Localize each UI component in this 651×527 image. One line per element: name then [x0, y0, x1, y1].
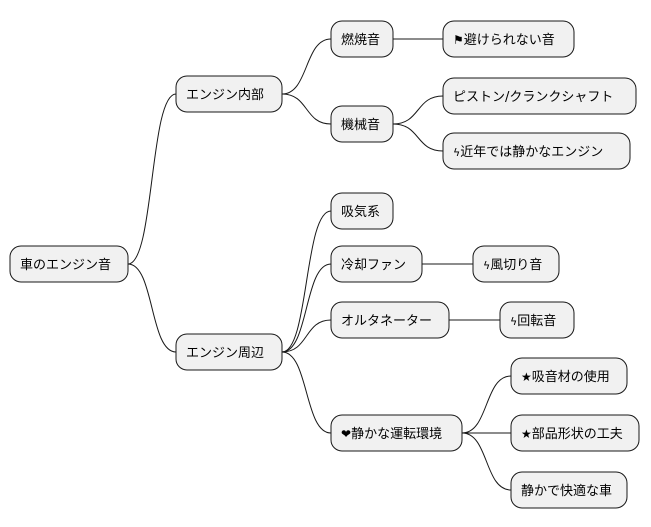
- node-box: [330, 301, 450, 339]
- node-label: エンジン内部: [186, 87, 264, 103]
- node-label: 機械音: [341, 117, 380, 133]
- node-piston[interactable]: ピストン/クランクシャフト: [442, 77, 637, 115]
- node-label-text: ピストン/クランクシャフト: [453, 90, 613, 105]
- node-label: 吸気系: [341, 204, 380, 220]
- node-internal[interactable]: エンジン内部: [175, 75, 283, 113]
- node-unavoidable[interactable]: ⚑避けられない音: [442, 20, 575, 58]
- node-label-text: 部品形状の工夫: [532, 427, 623, 442]
- node-box: [175, 333, 283, 371]
- node-label: ⚑避けられない音: [453, 32, 555, 48]
- node-shape[interactable]: ★部品形状の工夫: [510, 414, 640, 452]
- node-label: ϟ近年では静かなエンジン: [453, 145, 603, 160]
- edge-surroundings-alternator: [281, 319, 332, 353]
- flag-icon: ⚑: [453, 33, 464, 47]
- mindmap-edges: [127, 38, 512, 491]
- edge-surroundings-quiet-env: [281, 351, 332, 434]
- node-box: [510, 471, 628, 509]
- node-label-text: 吸音材の使用: [532, 369, 610, 385]
- node-label: ϟ風切り音: [483, 257, 542, 273]
- node-label-text: エンジン内部: [186, 87, 264, 103]
- node-wind-noise[interactable]: ϟ風切り音: [472, 245, 560, 283]
- node-label-text: 避けられない音: [464, 32, 555, 48]
- node-box: [330, 245, 423, 283]
- node-combustion[interactable]: 燃焼音: [330, 20, 394, 58]
- lightning-icon: ϟ: [453, 146, 460, 159]
- node-label: ❤静かな運転環境: [341, 427, 442, 442]
- node-label-text: エンジン周辺: [186, 346, 264, 361]
- node-label-text: 静かで快適な車: [521, 483, 612, 499]
- node-label-text: 静かな運転環境: [351, 427, 442, 442]
- node-label: ★吸音材の使用: [521, 369, 610, 385]
- node-label-text: オルタネーター: [341, 314, 432, 329]
- edge-internal-mechanical: [281, 93, 332, 125]
- node-label-text: 車のエンジン音: [20, 257, 111, 273]
- node-label: 静かで快適な車: [521, 483, 612, 499]
- node-surroundings[interactable]: エンジン周辺: [175, 333, 283, 371]
- node-intake[interactable]: 吸気系: [330, 192, 394, 230]
- node-label-text: 吸気系: [341, 204, 380, 220]
- lightning-icon: ϟ: [483, 259, 490, 272]
- node-label: ★部品形状の工夫: [521, 427, 623, 442]
- node-label: オルタネーター: [341, 314, 432, 329]
- node-label: 冷却ファン: [341, 258, 406, 273]
- edge-surroundings-cooling-fan: [281, 263, 332, 353]
- edge-quiet-env-comfort-car: [461, 432, 512, 491]
- edge-root-surroundings: [127, 263, 177, 353]
- node-box: [510, 414, 640, 452]
- node-box: [442, 77, 637, 115]
- star-icon: ★: [521, 427, 532, 441]
- edge-quiet-env-absorb: [461, 375, 512, 434]
- node-label-text: 燃焼音: [341, 32, 380, 48]
- edge-mechanical-piston: [392, 95, 444, 125]
- node-label: 燃焼音: [341, 32, 380, 48]
- node-mechanical[interactable]: 機械音: [330, 105, 394, 143]
- lightning-icon: ϟ: [510, 315, 517, 328]
- node-cooling-fan[interactable]: 冷却ファン: [330, 245, 423, 283]
- node-rotation-noise[interactable]: ϟ回転音: [499, 301, 575, 339]
- star-icon: ★: [521, 370, 532, 384]
- node-root[interactable]: 車のエンジン音: [9, 245, 129, 283]
- node-box: [330, 414, 463, 452]
- node-box: [330, 192, 394, 230]
- node-label: エンジン周辺: [186, 346, 264, 361]
- heart-icon: ❤: [341, 427, 351, 441]
- node-absorb[interactable]: ★吸音材の使用: [510, 357, 628, 395]
- edge-surroundings-intake: [281, 210, 332, 353]
- node-box: [330, 105, 394, 143]
- node-label: 車のエンジン音: [20, 257, 111, 273]
- node-label-text: 回転音: [517, 313, 556, 329]
- node-box: [9, 245, 129, 283]
- edge-internal-combustion: [281, 38, 332, 95]
- node-box: [499, 301, 575, 339]
- edge-root-internal: [127, 93, 177, 265]
- node-box: [442, 132, 631, 170]
- node-quiet-env[interactable]: ❤静かな運転環境: [330, 414, 463, 452]
- node-label-text: 近年では静かなエンジン: [460, 145, 603, 160]
- node-label-text: 冷却ファン: [341, 258, 406, 273]
- node-label: ピストン/クランクシャフト: [453, 90, 613, 105]
- edge-mechanical-quiet-engine: [392, 123, 444, 152]
- node-box: [510, 357, 628, 395]
- node-box: [175, 75, 283, 113]
- node-quiet-engine[interactable]: ϟ近年では静かなエンジン: [442, 132, 631, 170]
- node-comfort-car[interactable]: 静かで快適な車: [510, 471, 628, 509]
- node-label-text: 風切り音: [490, 257, 542, 273]
- node-label-text: 機械音: [341, 117, 380, 133]
- node-box: [442, 20, 575, 58]
- node-alternator[interactable]: オルタネーター: [330, 301, 450, 339]
- node-label: ϟ回転音: [510, 313, 556, 329]
- node-box: [330, 20, 394, 58]
- node-box: [472, 245, 560, 283]
